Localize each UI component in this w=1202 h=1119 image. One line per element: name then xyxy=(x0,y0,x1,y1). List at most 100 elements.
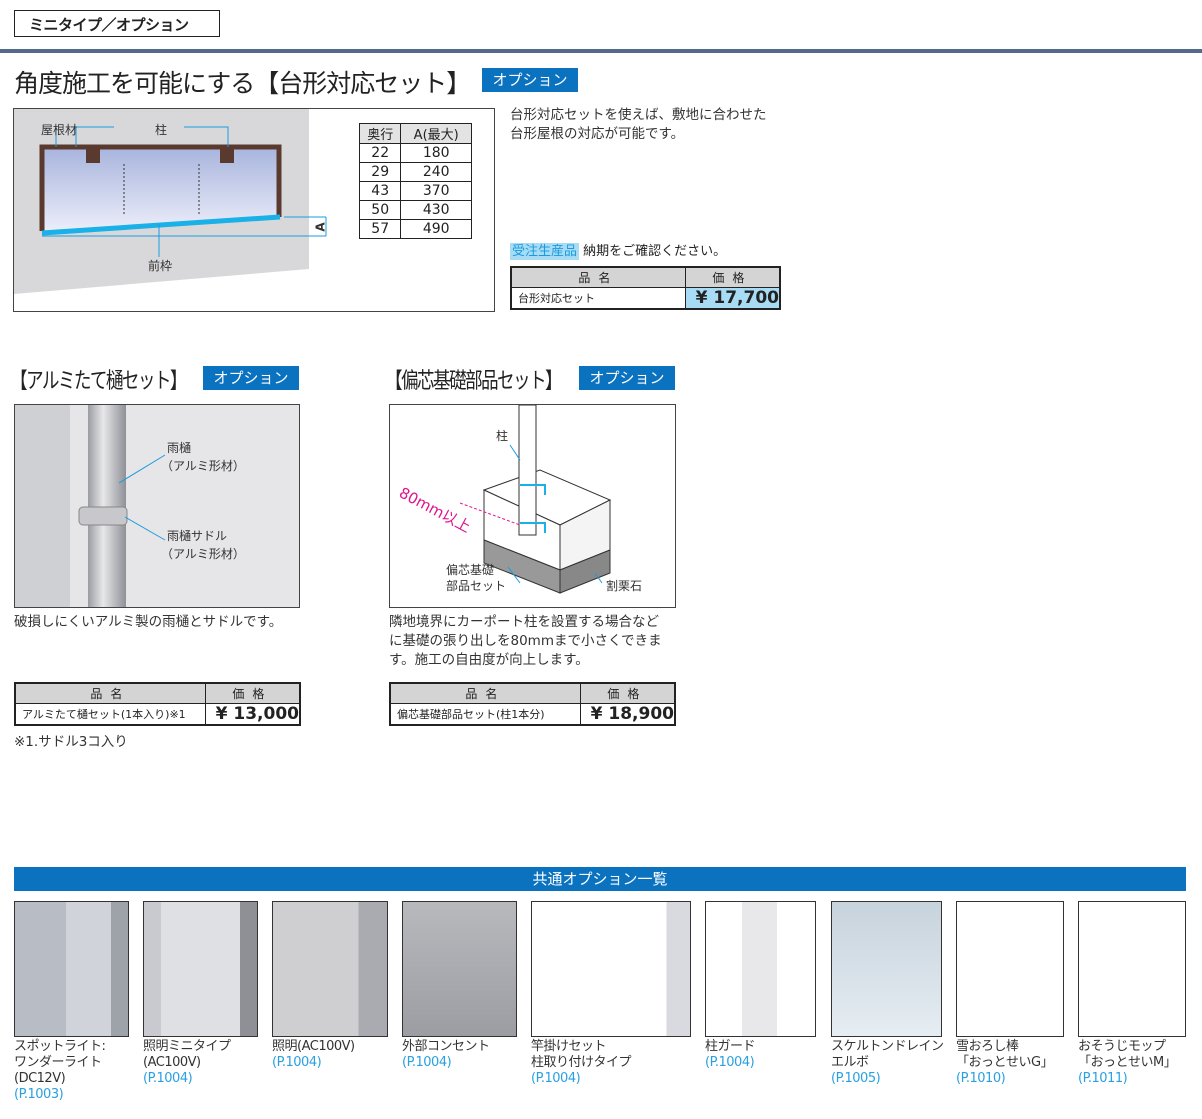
product-image-mini-light xyxy=(143,901,258,1037)
caption-line: 照明(AC100V) xyxy=(272,1039,355,1054)
caption-line: (DC12V) xyxy=(14,1071,66,1086)
caption-line: スポットライト: xyxy=(14,1039,106,1054)
caption-line: 「おっとせいG」 xyxy=(956,1055,1054,1070)
gutter-note: ※1.サドル3コ入り xyxy=(14,734,128,750)
page-reference-link[interactable]: (P.1004) xyxy=(531,1071,581,1086)
cell: 370 xyxy=(400,181,472,201)
description-line: 台形対応セットを使えば、敷地に合わせた xyxy=(510,107,767,123)
made-to-order-badge: 受注生産品 xyxy=(510,243,580,260)
option-badge: オプション xyxy=(579,366,675,390)
price-table-foundation: 品名価格 偏芯基礎部品セット(柱1本分)¥ 18,900 xyxy=(389,682,676,726)
price-table-gutter: 品名価格 アルミたて樋セット(1本入り)※1¥ 13,000 xyxy=(14,682,301,726)
caption-line: ワンダーライト xyxy=(14,1055,102,1070)
label-gutter: 雨樋 xyxy=(167,441,192,455)
table-row: アルミたて樋セット(1本入り)※1¥ 13,000 xyxy=(14,702,301,726)
table-row: 台形対応セット¥ 17,700 xyxy=(510,286,781,310)
cell: 29 xyxy=(358,162,402,182)
label-pillar: 柱 xyxy=(155,123,168,137)
caption-line: す。施工の自由度が向上します。 xyxy=(389,652,589,668)
caption-line: エルボ xyxy=(831,1055,869,1070)
cell: 180 xyxy=(400,143,472,163)
page-reference-link[interactable]: (P.1010) xyxy=(956,1071,1006,1086)
page-reference-link[interactable]: (P.1005) xyxy=(831,1071,881,1086)
label-stone: 割栗石 xyxy=(606,579,643,593)
gutter-caption: 破損しにくいアルミ製の雨樋とサドルです。 xyxy=(14,614,283,630)
product-image-pillar-guard xyxy=(705,901,816,1037)
product-caption: スポットライト:ワンダーライト(DC12V)(P.1003) xyxy=(14,1039,106,1103)
cell: 430 xyxy=(400,200,472,220)
item-name: 偏芯基礎部品セット(柱1本分) xyxy=(389,702,581,726)
cell: 22 xyxy=(358,143,402,163)
caption-line: (AC100V) xyxy=(143,1055,201,1070)
label-saddle: 雨樋サドル xyxy=(167,529,228,543)
product-image-drain-elbow xyxy=(831,901,942,1037)
gutter-illustration xyxy=(15,405,166,607)
label-pillar: 柱 xyxy=(496,429,509,443)
cell: 490 xyxy=(400,219,472,239)
page-reference-link[interactable]: (P.1011) xyxy=(1078,1071,1128,1086)
product-caption: 竿掛けセット柱取り付けタイプ(P.1004) xyxy=(531,1039,632,1087)
price-table-trapezoid: 品名価格 台形対応セット¥ 17,700 xyxy=(510,266,781,310)
option-badge: オプション xyxy=(203,366,299,390)
caption-line: に基礎の張り出しを80mmまで小さくできま xyxy=(389,633,662,649)
product-image-pole-hanger xyxy=(531,901,691,1037)
foundation-illustration xyxy=(459,405,612,594)
col-header: 品名 xyxy=(389,682,581,704)
gutter-title: 【アルミたて樋セット】 xyxy=(10,369,187,394)
divider xyxy=(0,49,1202,53)
col-header: 価格 xyxy=(204,682,301,704)
product-caption: 照明ミニタイプ(AC100V)(P.1004) xyxy=(143,1039,231,1087)
label-parts-2: 部品セット xyxy=(446,579,507,593)
item-name: 台形対応セット xyxy=(510,286,686,310)
page-reference-link[interactable]: (P.1004) xyxy=(705,1055,755,1070)
page-reference-link[interactable]: (P.1004) xyxy=(272,1055,322,1070)
price: ¥ 13,000 xyxy=(204,702,301,726)
product-image-cleaning-mop xyxy=(1078,901,1186,1037)
label-roof: 屋根材 xyxy=(41,123,78,137)
section-header: ミニタイプ／オプション xyxy=(14,10,220,37)
product-image-outlet xyxy=(402,901,517,1037)
foundation-diagram: 柱 80mm以上 偏芯基礎 部品セット 割栗石 xyxy=(389,404,676,608)
product-caption: 外部コンセント(P.1004) xyxy=(402,1039,490,1071)
product-caption: スケルトンドレインエルボ(P.1005) xyxy=(831,1039,944,1087)
option-badge: オプション xyxy=(482,68,578,92)
caption-line: おそうじモップ xyxy=(1078,1039,1166,1054)
price: ¥ 17,700 xyxy=(684,286,781,310)
lead-time-note: 納期をご確認ください。 xyxy=(583,244,727,259)
col-header: 価格 xyxy=(684,266,781,288)
page-reference-link[interactable]: (P.1003) xyxy=(14,1087,64,1102)
product-caption: 柱ガード(P.1004) xyxy=(705,1039,756,1071)
product-caption: おそうじモップ「おっとせいM」(P.1011) xyxy=(1078,1039,1177,1087)
col-header: A(最大) xyxy=(400,123,472,144)
col-header: 品名 xyxy=(510,266,686,288)
label-saddle-material: （アルミ形材） xyxy=(161,547,245,561)
caption-line: 柱ガード xyxy=(705,1039,756,1054)
cell: 240 xyxy=(400,162,472,182)
gutter-diagram: 雨樋 （アルミ形材） 雨樋サドル （アルミ形材） xyxy=(14,404,300,608)
product-image-spotlight xyxy=(14,901,129,1037)
item-name: アルミたて樋セット(1本入り)※1 xyxy=(14,702,206,726)
product-image-light xyxy=(272,901,388,1037)
caption-line: スケルトンドレイン xyxy=(831,1039,944,1054)
caption-line: 照明ミニタイプ xyxy=(143,1039,231,1054)
label-gutter-material: （アルミ形材） xyxy=(161,459,245,473)
caption-line: 竿掛けセット xyxy=(531,1039,607,1054)
caption-line: 柱取り付けタイプ xyxy=(531,1055,632,1070)
caption-line: 外部コンセント xyxy=(402,1039,490,1054)
col-header: 価格 xyxy=(579,682,676,704)
col-header: 品名 xyxy=(14,682,206,704)
caption-line: 「おっとせいM」 xyxy=(1078,1055,1177,1070)
col-header: 奥行 xyxy=(358,123,402,144)
page-reference-link[interactable]: (P.1004) xyxy=(143,1071,193,1086)
description-line: 台形屋根の対応が可能です。 xyxy=(510,126,685,142)
page-reference-link[interactable]: (P.1004) xyxy=(402,1055,452,1070)
product-image-snow-rake xyxy=(956,901,1064,1037)
common-options-header: 共通オプション一覧 xyxy=(14,867,1186,891)
product-caption: 雪おろし棒「おっとせいG」(P.1010) xyxy=(956,1039,1054,1087)
